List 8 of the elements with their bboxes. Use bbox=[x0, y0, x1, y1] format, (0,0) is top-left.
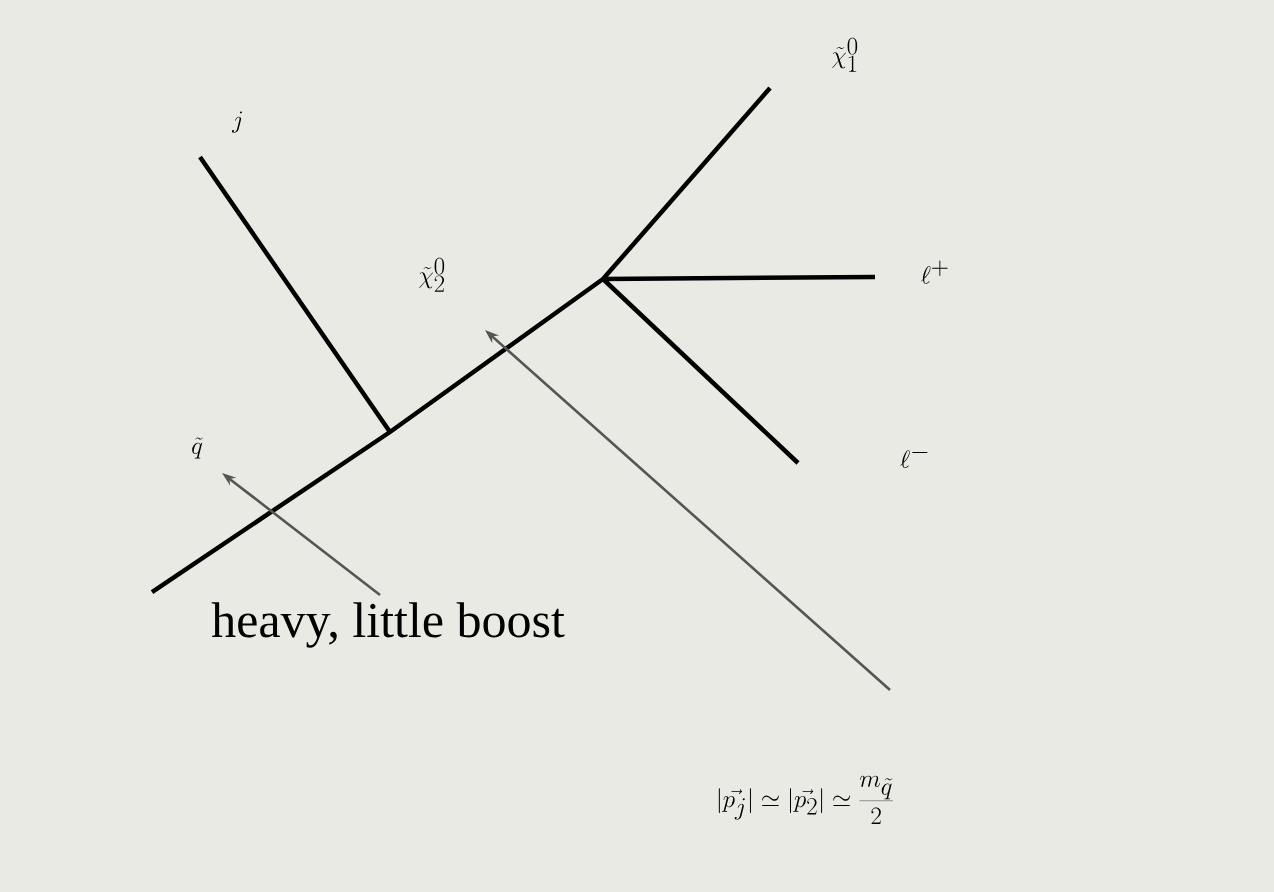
particle-label: $\ell^-$ bbox=[900, 450, 928, 469]
particle-label: $j$ bbox=[231, 111, 242, 133]
particle-label: $\ell^+$ bbox=[921, 260, 948, 284]
particle-label: $\tilde{q}$ bbox=[192, 437, 203, 459]
annotation-text: heavy, little boost bbox=[211, 602, 565, 648]
particle-label: $\tilde{\chi}^0_2$ bbox=[419, 257, 445, 292]
momentum-formula: $|\vec{p_j}| \simeq |\vec{p_2}| \simeq \frac{m_{\tilde{q}}}{2}$ bbox=[718, 775, 893, 824]
particle-label: $\tilde{\chi}^0_1$ bbox=[832, 37, 858, 72]
